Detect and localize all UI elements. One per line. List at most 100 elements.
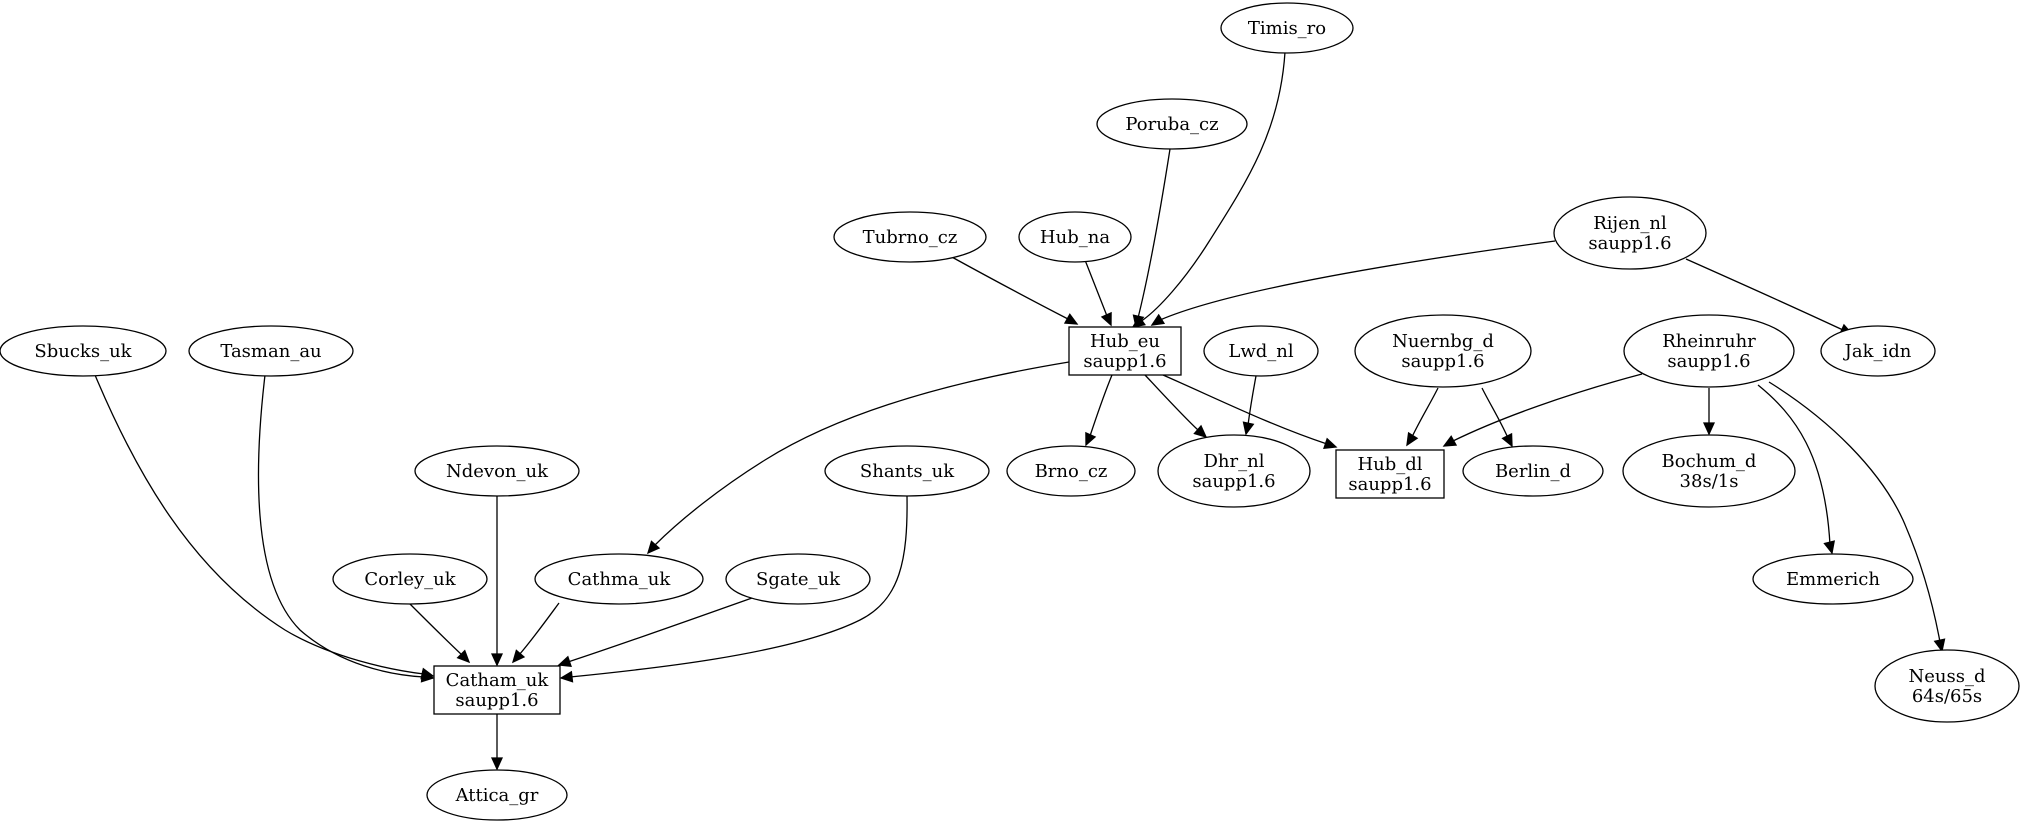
node-rheinruhr-ellipse [1623, 314, 1795, 388]
edge-poruba-cz-to-hub-eu-arrowhead [1132, 314, 1145, 329]
edge-cathma-uk-to-catham-uk-arrowhead [511, 649, 526, 664]
edge-shants-uk-to-catham-uk-line [560, 495, 908, 679]
edge-rheinruhr-to-neuss-d [1768, 381, 1946, 653]
node-hub-na-label-1: Hub_na [1040, 227, 1110, 248]
node-catham-uk-box [433, 665, 561, 715]
node-dhr-nl-label-1: Dhr_nl [1204, 451, 1265, 472]
node-sbucks-uk[interactable]: Sbucks_uk [0, 325, 167, 377]
node-berlin-d-label-1: Berlin_d [1495, 461, 1571, 482]
edge-rheinruhr-to-emmerich [1757, 384, 1836, 555]
node-brno-cz[interactable]: Brno_cz [1006, 445, 1136, 497]
edge-hub-na-to-hub-eu-arrowhead [1100, 311, 1112, 327]
node-tubrno-cz-label-1: Tubrno_cz [863, 227, 958, 248]
node-lwd-nl-label-1: Lwd_nl [1228, 341, 1293, 362]
node-timis-ro[interactable]: Timis_ro [1220, 2, 1354, 54]
node-tubrno-cz[interactable]: Tubrno_cz [833, 211, 987, 263]
edge-ndevon-uk-to-catham-uk [490, 496, 504, 667]
node-attica-gr[interactable]: Attica_gr [426, 769, 568, 821]
node-brno-cz-label-1: Brno_cz [1035, 461, 1108, 482]
node-emmerich-ellipse [1752, 553, 1914, 605]
node-cathma-uk[interactable]: Cathma_uk [534, 553, 704, 605]
node-tasman-au-label-1: Tasman_au [220, 341, 321, 362]
edge-sgate-uk-to-catham-uk [557, 597, 753, 668]
edge-nuernbg-d-to-hub-dl-arrowhead [1406, 431, 1419, 447]
node-corley-uk-ellipse [332, 553, 488, 605]
edge-nuernbg-d-to-hub-dl [1406, 387, 1439, 447]
node-jak-idn[interactable]: Jak_idn [1820, 325, 1936, 377]
edge-sgate-uk-to-catham-uk-line [558, 597, 753, 666]
edge-rheinruhr-to-bochum-d-arrowhead [1702, 422, 1716, 436]
node-nuernbg-d-ellipse [1354, 314, 1532, 388]
edge-hub-eu-to-cathma-uk-line [647, 361, 1070, 554]
edge-corley-uk-to-catham-uk-line [409, 603, 470, 663]
edge-rheinruhr-to-neuss-d-arrowhead [1933, 638, 1946, 653]
edge-corley-uk-to-catham-uk-arrowhead [456, 649, 471, 664]
edge-rheinruhr-to-bochum-d [1702, 388, 1716, 436]
node-rijen-nl-label-2: saupp1.6 [1588, 233, 1671, 254]
node-bochum-d-label-1: Bochum_d [1662, 451, 1757, 472]
edge-tubrno-cz-to-hub-eu-arrowhead [1063, 313, 1079, 325]
node-cathma-uk-ellipse [534, 553, 704, 605]
node-dhr-nl-ellipse [1157, 434, 1311, 508]
node-sgate-uk-label-1: Sgate_uk [756, 569, 841, 590]
node-emmerich-label-1: Emmerich [1786, 569, 1880, 590]
node-timis-ro-label-1: Timis_ro [1248, 18, 1326, 39]
node-bochum-d-label-2: 38s/1s [1680, 471, 1739, 492]
edge-hub-eu-to-cathma-uk-arrowhead [646, 540, 661, 555]
edge-ndevon-uk-to-catham-uk-arrowhead [490, 653, 504, 667]
node-corley-uk[interactable]: Corley_uk [332, 553, 488, 605]
edge-poruba-cz-to-hub-eu [1132, 148, 1171, 329]
node-emmerich[interactable]: Emmerich [1752, 553, 1914, 605]
node-neuss-d-label-2: 64s/65s [1912, 686, 1982, 707]
node-nuernbg-d-label-2: saupp1.6 [1401, 351, 1484, 372]
node-catham-uk-label-1: Catham_uk [446, 670, 550, 691]
node-attica-gr-label-1: Attica_gr [455, 785, 539, 806]
edge-rheinruhr-to-neuss-d-line [1768, 381, 1943, 652]
node-brno-cz-ellipse [1006, 445, 1136, 497]
edge-timis-ro-to-hub-eu-line [1132, 51, 1286, 328]
node-berlin-d[interactable]: Berlin_d [1462, 445, 1604, 497]
edge-lwd-nl-to-dhr-nl-arrowhead [1242, 421, 1255, 436]
node-tasman-au[interactable]: Tasman_au [188, 325, 354, 377]
node-lwd-nl[interactable]: Lwd_nl [1203, 325, 1319, 377]
edge-hub-eu-to-hub-dl-line [1162, 374, 1337, 448]
node-jak-idn-label-1: Jak_idn [1843, 341, 1912, 362]
edge-tasman-au-to-catham-uk [257, 374, 435, 683]
node-ndevon-uk[interactable]: Ndevon_uk [414, 445, 580, 497]
node-shants-uk[interactable]: Shants_uk [824, 445, 990, 497]
node-shants-uk-ellipse [824, 445, 990, 497]
node-rheinruhr-label-1: Rheinruhr [1662, 331, 1756, 352]
edge-cathma-uk-to-catham-uk [511, 602, 560, 664]
edge-sgate-uk-to-catham-uk-arrowhead [557, 655, 572, 668]
node-hub-na[interactable]: Hub_na [1018, 211, 1132, 263]
edge-hub-eu-to-brno-cz-arrowhead [1085, 431, 1097, 447]
node-poruba-cz[interactable]: Poruba_cz [1096, 98, 1248, 150]
node-tasman-au-ellipse [188, 325, 354, 377]
node-tubrno-cz-ellipse [833, 211, 987, 263]
node-timis-ro-ellipse [1220, 2, 1354, 54]
edge-rijen-nl-to-hub-eu [1150, 240, 1556, 326]
node-poruba-cz-label-1: Poruba_cz [1125, 114, 1218, 135]
node-jak-idn-ellipse [1820, 325, 1936, 377]
edge-catham-uk-to-attica-gr [490, 714, 504, 771]
edge-hub-eu-to-dhr-nl [1144, 374, 1208, 439]
edge-rijen-nl-to-hub-eu-arrowhead [1150, 313, 1166, 326]
edge-corley-uk-to-catham-uk [409, 603, 471, 664]
node-hub-dl-box [1335, 449, 1445, 499]
edge-rijen-nl-to-hub-eu-line [1151, 240, 1556, 326]
node-ndevon-uk-label-1: Ndevon_uk [446, 461, 549, 482]
edge-nuernbg-d-to-berlin-d-arrowhead [1501, 432, 1513, 448]
edge-hub-eu-to-hub-dl [1162, 374, 1338, 450]
edge-timis-ro-to-hub-eu [1131, 51, 1286, 328]
node-sgate-uk[interactable]: Sgate_uk [725, 553, 871, 605]
